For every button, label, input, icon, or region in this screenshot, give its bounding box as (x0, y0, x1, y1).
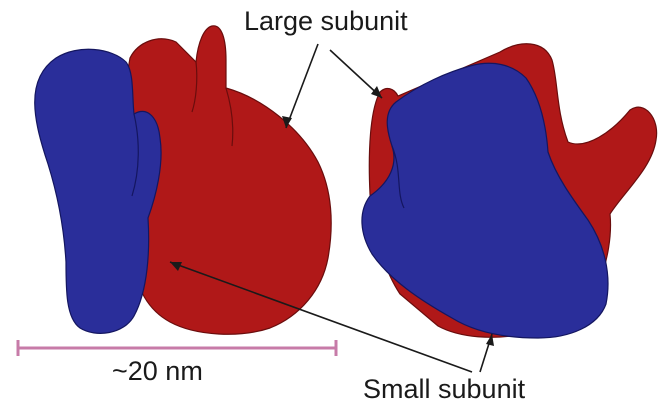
small-subunit-right (362, 63, 608, 338)
small-subunit-label: Small subunit (363, 374, 526, 404)
scale-bar (18, 340, 336, 356)
large-subunit-label: Large subunit (244, 6, 408, 36)
scale-label: ~20 nm (112, 356, 203, 386)
large-subunit-pointer-left (286, 44, 318, 128)
ribosome-right-view (362, 44, 657, 338)
ribosome-left-view (35, 26, 331, 334)
